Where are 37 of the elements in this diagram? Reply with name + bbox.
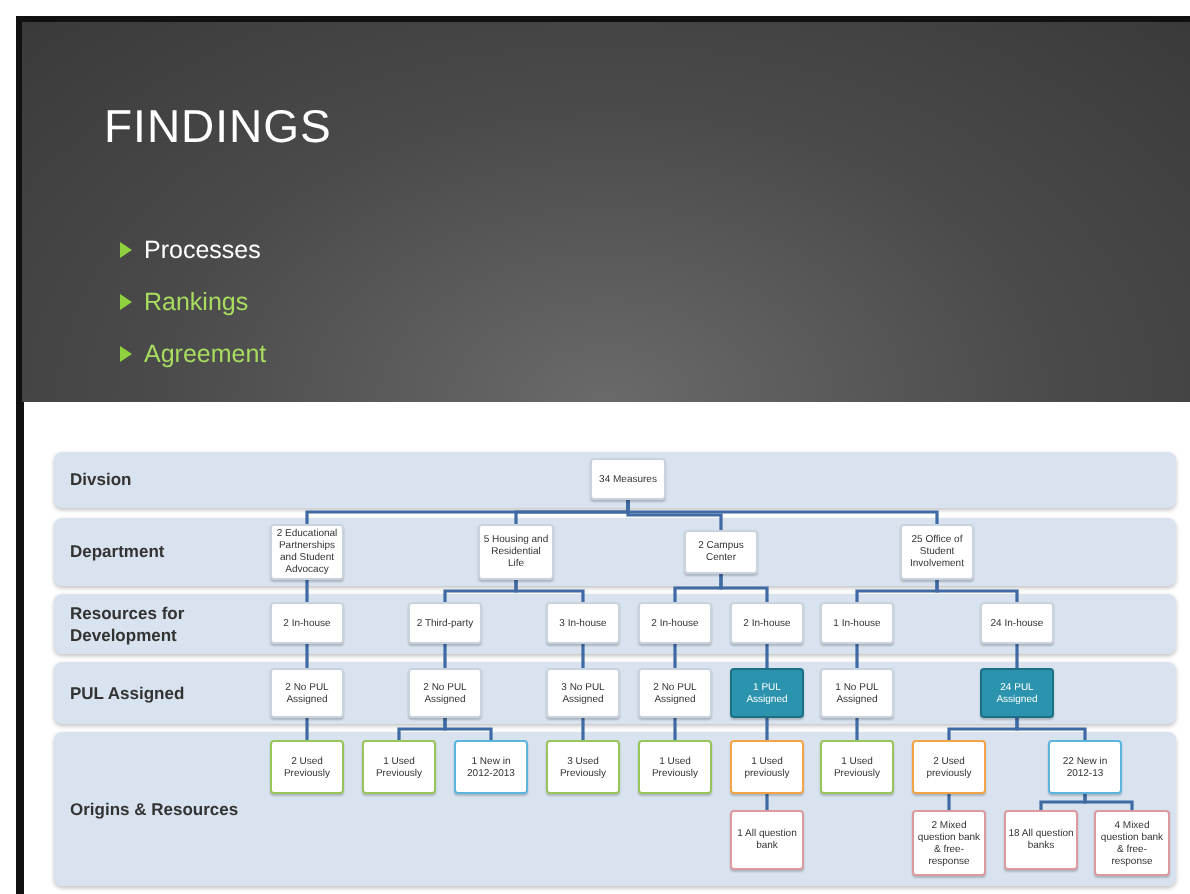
connector-line [305,718,309,740]
connector-line [443,718,493,740]
connector-line [935,580,1019,602]
connector-line [765,644,769,668]
connector-line [673,718,677,740]
row-label: PUL Assigned [70,682,187,704]
row-band [54,662,1176,724]
connector-line [855,718,859,740]
connector-line [581,644,585,668]
row-band [54,594,1176,654]
connector-line [1083,794,1134,810]
row-band [54,452,1176,508]
row-label: Origins & Resources [70,798,241,820]
connector-line [855,644,859,668]
connector-line [626,500,939,524]
row-band [54,518,1176,586]
bullet-text: Rankings [144,288,249,316]
connector-line [581,718,585,740]
connector-line [1015,718,1087,740]
row-label: Department [70,541,167,563]
connector-line [443,644,447,668]
connector-line [514,580,585,602]
connector-line [765,794,769,810]
connector-line [765,718,769,740]
connector-line [1015,644,1019,668]
slide-title: FINDINGS [104,100,332,154]
row-band [54,732,1176,886]
row-label: Divsion [70,469,134,491]
row-label: Resources for Development [70,602,187,646]
connector-line [719,574,769,602]
bullet-text: Processes [144,236,261,264]
connector-line [947,794,951,810]
connector-line [305,644,309,668]
connector-line [673,644,677,668]
connector-line [305,580,309,602]
connector-line [1039,794,1087,810]
bullet-text: Agreement [144,340,267,368]
